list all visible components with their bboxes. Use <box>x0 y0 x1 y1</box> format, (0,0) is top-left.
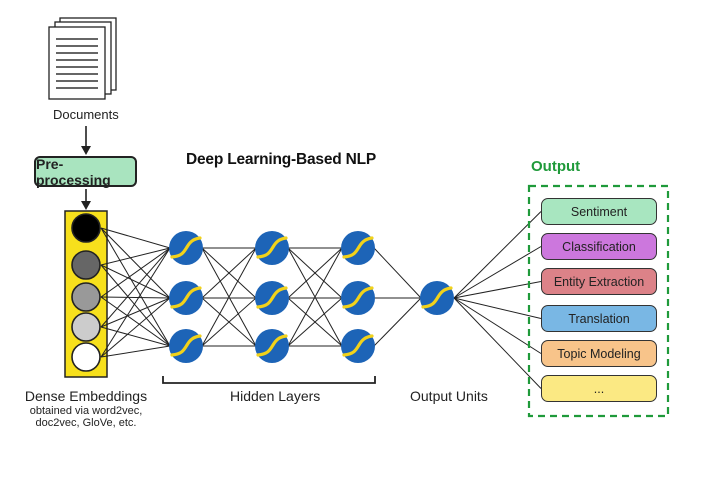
network-connections <box>100 211 542 389</box>
embedding-nodes <box>71 213 101 372</box>
activation-curve <box>256 236 288 259</box>
connection <box>100 296 171 299</box>
embedding-node <box>71 282 101 312</box>
diagram-title: Deep Learning-Based NLP <box>186 151 377 168</box>
connection <box>100 247 171 328</box>
connection <box>100 297 171 328</box>
connection <box>100 227 171 299</box>
connection <box>287 297 343 347</box>
neurons <box>169 231 454 363</box>
embedding-node <box>71 250 101 280</box>
output-border <box>527 184 670 418</box>
output-entity-extraction: Entity Extraction <box>541 268 657 295</box>
embedding-node <box>71 213 101 243</box>
activation-curve <box>342 334 374 357</box>
connection <box>453 297 542 354</box>
connection <box>100 247 171 358</box>
output-translation: Translation <box>541 305 657 332</box>
connection <box>100 345 171 358</box>
embedding-node <box>71 312 101 342</box>
connection <box>100 247 171 298</box>
documents-icon <box>48 17 117 100</box>
connection <box>453 281 542 299</box>
hidden-layers-bracket <box>162 376 376 384</box>
embeddings-caption: Dense Embeddings obtained via word2vec, … <box>18 388 154 429</box>
connection <box>100 296 171 347</box>
hidden-layers-label: Hidden Layers <box>230 388 321 404</box>
output-more: ... <box>541 375 657 402</box>
output-units-label: Output Units <box>410 388 488 404</box>
activation-curve <box>421 286 453 309</box>
preprocessing-box: Pre-processing <box>34 155 137 188</box>
activation-curve <box>170 236 202 259</box>
connection <box>100 264 171 347</box>
preprocessing-label: Pre-processing <box>36 155 111 188</box>
connection <box>100 247 171 266</box>
connection <box>100 264 171 299</box>
connection <box>201 247 257 347</box>
connection <box>201 247 257 299</box>
output-label: ... <box>593 381 605 396</box>
connection <box>453 211 542 299</box>
connection <box>373 297 422 347</box>
connection <box>287 247 343 347</box>
output-title: Output <box>531 158 581 175</box>
connection <box>287 247 343 299</box>
output-topic-modeling: Topic Modeling <box>541 340 657 367</box>
output-label: Entity Extraction <box>553 274 645 289</box>
connection <box>100 227 171 249</box>
activation-curve <box>170 334 202 357</box>
connection <box>453 297 542 389</box>
output-sentiment: Sentiment <box>541 198 657 225</box>
output-label: Translation <box>568 311 630 326</box>
embedding-node <box>71 342 101 372</box>
connection <box>100 297 171 358</box>
embeddings-label: Dense Embeddings <box>24 388 148 404</box>
embeddings-sub2: doc2vec, GloVe, etc. <box>35 417 137 429</box>
connection <box>373 247 422 299</box>
activation-curve <box>342 286 374 309</box>
documents-label: Documents <box>53 107 119 122</box>
connection <box>453 297 542 319</box>
activation-curve <box>256 334 288 357</box>
output-label: Classification <box>562 239 636 254</box>
activation-curve <box>342 236 374 259</box>
activation-curve <box>170 286 202 309</box>
embeddings-sub1: obtained via word2vec, <box>29 405 143 417</box>
connection <box>201 297 257 347</box>
output-label: Sentiment <box>570 204 628 219</box>
connection <box>100 326 171 347</box>
connection <box>453 246 542 299</box>
output-classification: Classification <box>541 233 657 260</box>
output-label: Topic Modeling <box>557 346 641 361</box>
flow-arrows <box>81 126 91 210</box>
activation-curve <box>256 286 288 309</box>
